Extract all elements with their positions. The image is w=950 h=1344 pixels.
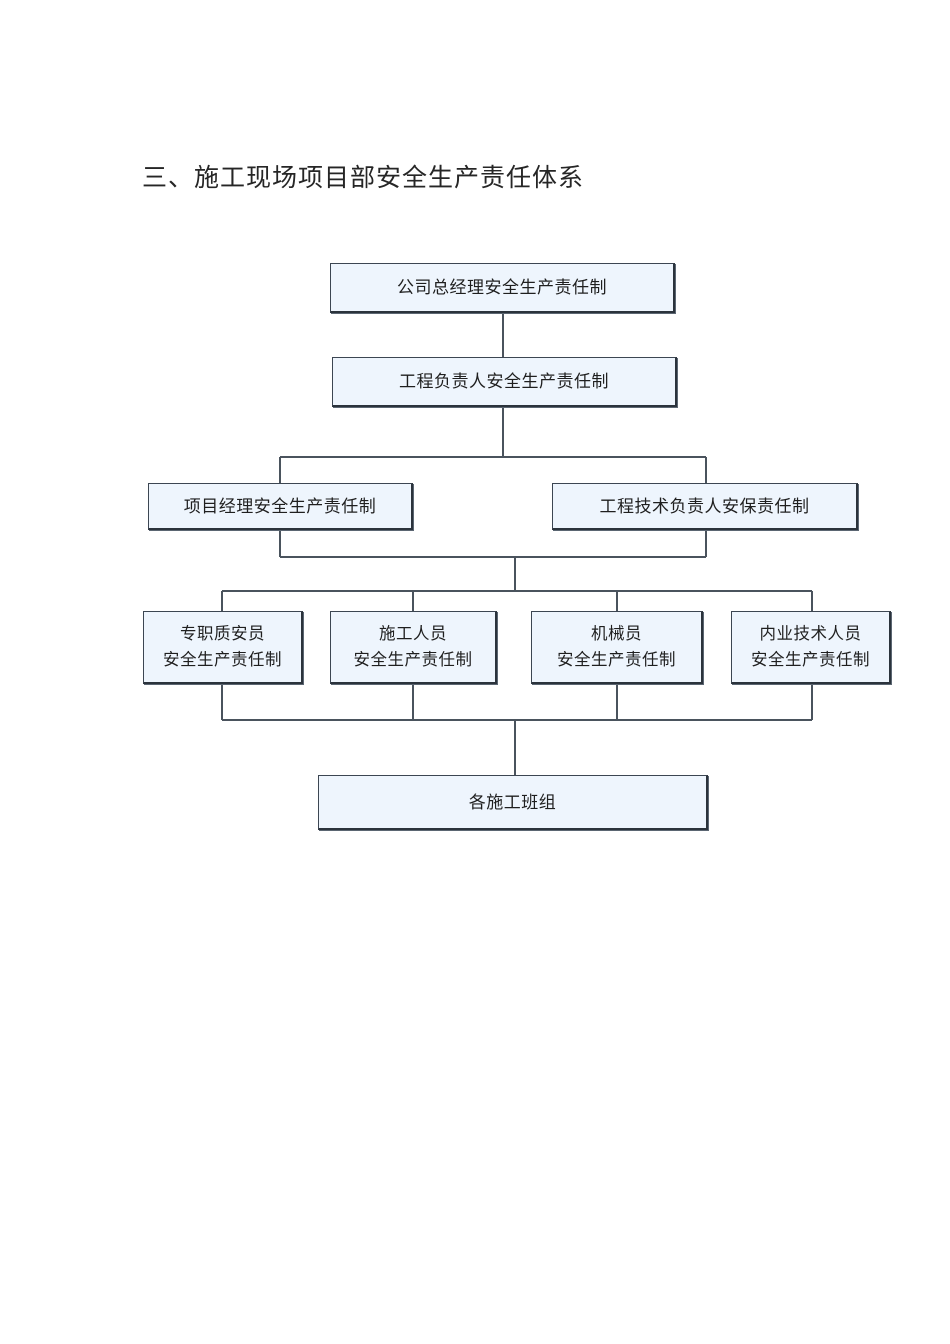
node-label: 施工人员 安全生产责任制	[353, 624, 473, 669]
node-label: 内业技术人员 安全生产责任制	[751, 624, 870, 669]
node-label: 各施工班组	[468, 792, 557, 812]
node-construction-staff[interactable]: 施工人员 安全生产责任制	[330, 611, 497, 684]
node-label: 机械员 安全生产责任制	[557, 624, 676, 669]
node-label: 工程技术负责人安保责任制	[599, 496, 810, 516]
node-general-manager[interactable]: 公司总经理安全生产责任制	[330, 263, 675, 313]
node-technical-chief[interactable]: 工程技术负责人安保责任制	[552, 483, 858, 530]
node-work-teams[interactable]: 各施工班组	[318, 775, 708, 830]
node-machinery-officer[interactable]: 机械员 安全生产责任制	[531, 611, 703, 684]
node-label: 公司总经理安全生产责任制	[397, 278, 607, 297]
node-label: 专职质安员 安全生产责任制	[163, 624, 282, 669]
node-label: 项目经理安全生产责任制	[183, 496, 377, 516]
node-label: 工程负责人安全生产责任制	[399, 372, 609, 391]
page-title: 三、施工现场项目部安全生产责任体系	[142, 165, 585, 192]
node-safety-officer[interactable]: 专职质安员 安全生产责任制	[143, 611, 303, 684]
node-internal-technician[interactable]: 内业技术人员 安全生产责任制	[731, 611, 891, 684]
node-project-manager[interactable]: 项目经理安全生产责任制	[148, 483, 413, 530]
node-project-chief[interactable]: 工程负责人安全生产责任制	[332, 357, 677, 407]
